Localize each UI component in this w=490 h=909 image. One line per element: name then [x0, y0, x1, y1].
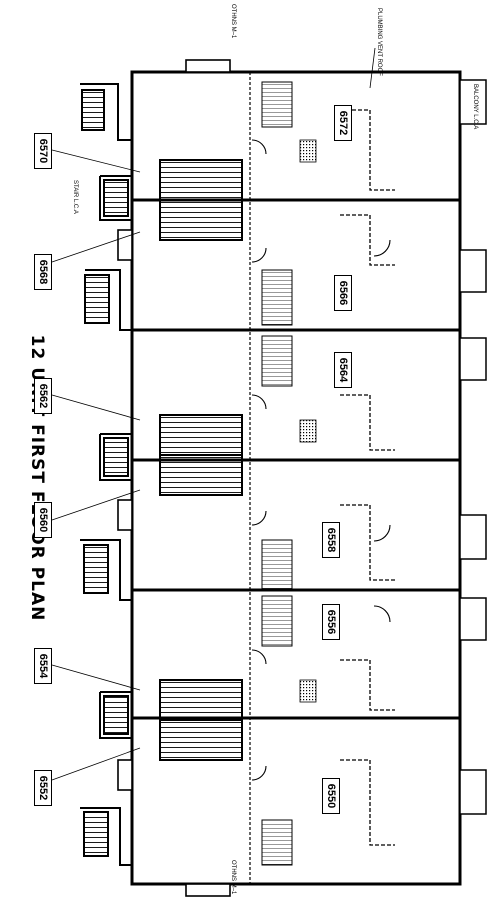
unit-label-left-3: 6562 [34, 378, 52, 414]
plan-title: 12 UNIT FIRST FLOOR PLAN [22, 288, 52, 668]
annotation-bottom: OTHNS M–1 [230, 860, 236, 895]
interior-stairs [261, 81, 293, 866]
bay-projections [117, 59, 231, 897]
right-balconies [459, 79, 487, 815]
unit-label-right-1: 6572 [334, 105, 352, 141]
room-fixtures [299, 139, 317, 703]
unit-label-left-4: 6560 [34, 502, 52, 538]
unit-label-left-6: 6552 [34, 770, 52, 806]
annotation-stairs: STAIR L.C.A [72, 180, 78, 214]
unit-label-right-2: 6566 [334, 275, 352, 311]
unit-label-left-1: 6570 [34, 133, 52, 169]
annotation-top: OTHNS M–1 [230, 4, 236, 39]
door-swings [251, 139, 391, 781]
annotation-plumbing: PLUMBING VENT ROOF [376, 8, 382, 76]
kitchen-counters [340, 109, 395, 846]
building-outline [130, 70, 462, 886]
left-landings [80, 83, 132, 866]
unit-label-right-4: 6558 [322, 522, 340, 558]
unit-label-right-6: 6550 [322, 778, 340, 814]
annotation-balcony: BALCONY L.C.A [472, 84, 478, 130]
leader-lines [51, 47, 376, 781]
unit-label-right-3: 6564 [334, 352, 352, 388]
unit-label-left-2: 6568 [34, 254, 52, 290]
unit-label-right-5: 6556 [322, 604, 340, 640]
stair-cores [159, 159, 243, 761]
unit-label-left-5: 6554 [34, 648, 52, 684]
